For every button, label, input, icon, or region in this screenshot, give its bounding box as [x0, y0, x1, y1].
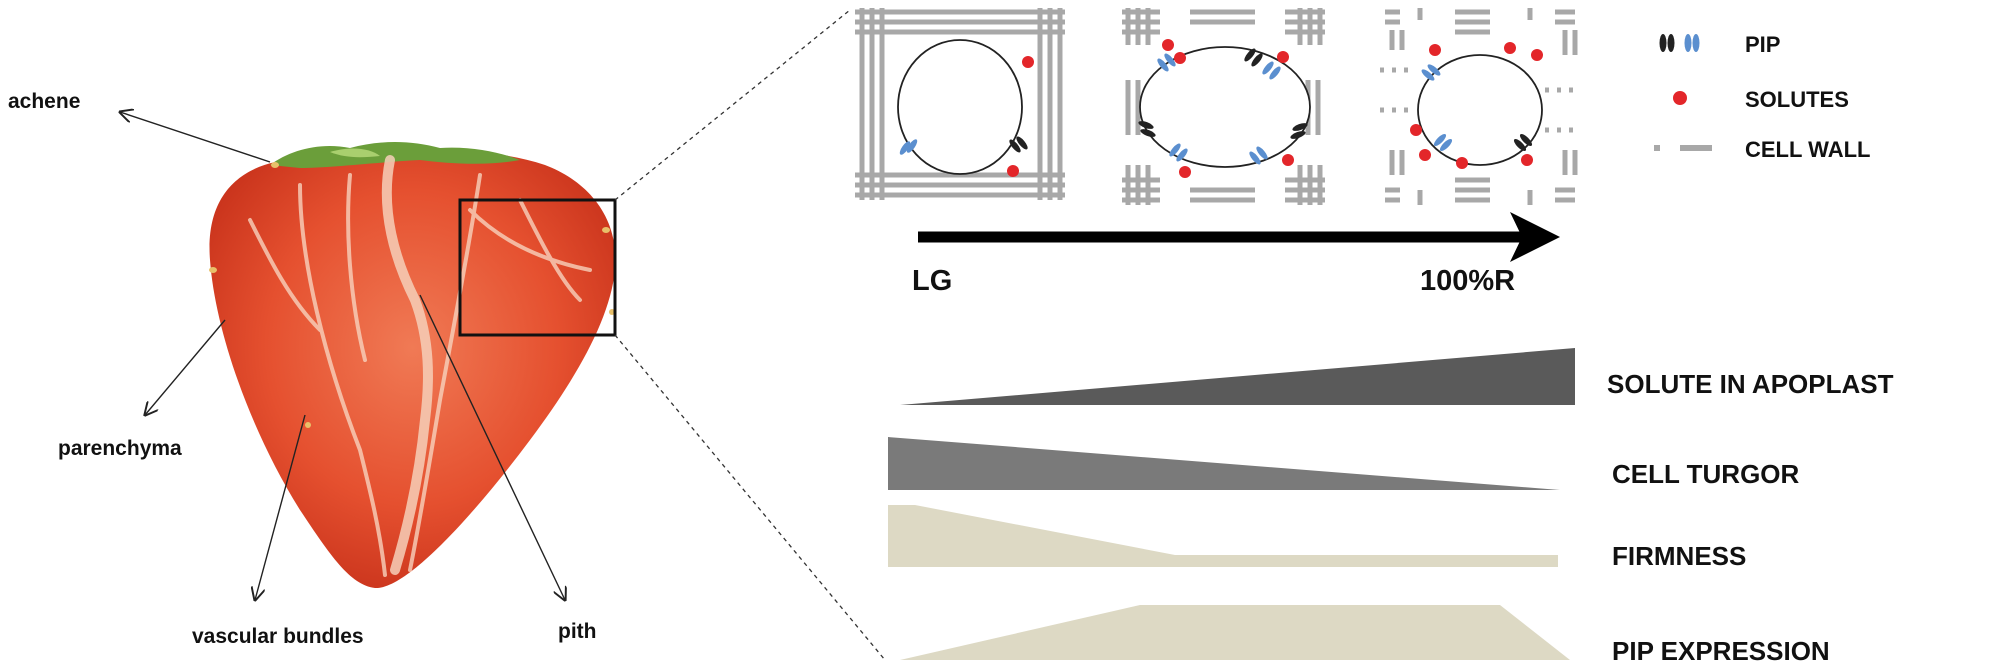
legend-solute-icon: [1673, 91, 1687, 105]
axis-end-label: 100%R: [1420, 265, 1515, 297]
label-parenchyma: parenchyma: [58, 437, 182, 460]
solutes-ripe: [1410, 42, 1543, 169]
cell-diagram-mid: [1122, 8, 1325, 205]
cell-wall-lg: [855, 8, 1065, 200]
zoom-box: [458, 198, 617, 337]
zoom-line-top: [614, 9, 851, 201]
solute-apoplast-wedge: [900, 348, 1575, 405]
strawberry-section: [209, 142, 616, 589]
cell-membrane-lg: [897, 39, 1023, 175]
cell-diagram-ripe: [1380, 8, 1580, 205]
firmness-shape: [888, 505, 1558, 567]
solutes-mid: [1162, 39, 1294, 178]
legend-cell-wall-label: CELL WALL: [1745, 137, 1870, 162]
cell-turgor-wedge: [888, 437, 1560, 490]
legend-pip-label: PIP: [1745, 32, 1780, 57]
label-solute-apoplast: SOLUTE IN APOPLAST: [1607, 369, 1894, 399]
legend-pip-icon: [1659, 34, 1700, 52]
pip-black-lg: [1009, 136, 1028, 153]
vascular-streaks: [248, 173, 592, 577]
pip-blue-mid: [1157, 53, 1281, 165]
pip-black-mid: [1138, 48, 1308, 139]
cell-membrane-ripe: [1417, 54, 1543, 166]
label-vascular-bundles: vascular bundles: [192, 625, 364, 648]
label-achene: achene: [8, 90, 80, 113]
pip-blue-ripe: [1421, 64, 1453, 152]
pip-black-ripe: [1513, 133, 1533, 152]
parenchyma-arrow: [145, 319, 226, 415]
label-cell-turgor: CELL TURGOR: [1612, 459, 1800, 489]
cell-wall-ripe: [1385, 8, 1578, 205]
cell-membrane-mid: [1139, 46, 1311, 168]
strawberry-body: [209, 151, 616, 589]
calyx-highlight: [330, 148, 380, 158]
cell-diagram-lg: [855, 8, 1065, 200]
pith-arrow: [419, 294, 565, 600]
achene-arrow: [120, 112, 271, 163]
calyx: [270, 142, 520, 168]
legend-solutes-label: SOLUTES: [1745, 87, 1849, 112]
zoom-line-bottom: [614, 334, 886, 661]
solutes-lg: [1007, 56, 1034, 177]
pip-blue-lg: [899, 139, 918, 155]
pip-expression-shape: [900, 605, 1570, 660]
vascular-arrow: [255, 414, 306, 600]
legend-cell-wall-icon: [1654, 145, 1712, 151]
cell-wall-ripe-dashes: [1380, 67, 1580, 133]
legend: PIP SOLUTES CELL WALL: [1654, 32, 1870, 162]
label-pith: pith: [558, 620, 596, 643]
label-firmness: FIRMNESS: [1612, 541, 1746, 571]
pith: [381, 155, 433, 575]
ripening-arrow-head: [1510, 212, 1560, 262]
label-pip-expression: PIP EXPRESSION: [1612, 636, 1830, 666]
axis-start-label: LG: [912, 265, 952, 297]
